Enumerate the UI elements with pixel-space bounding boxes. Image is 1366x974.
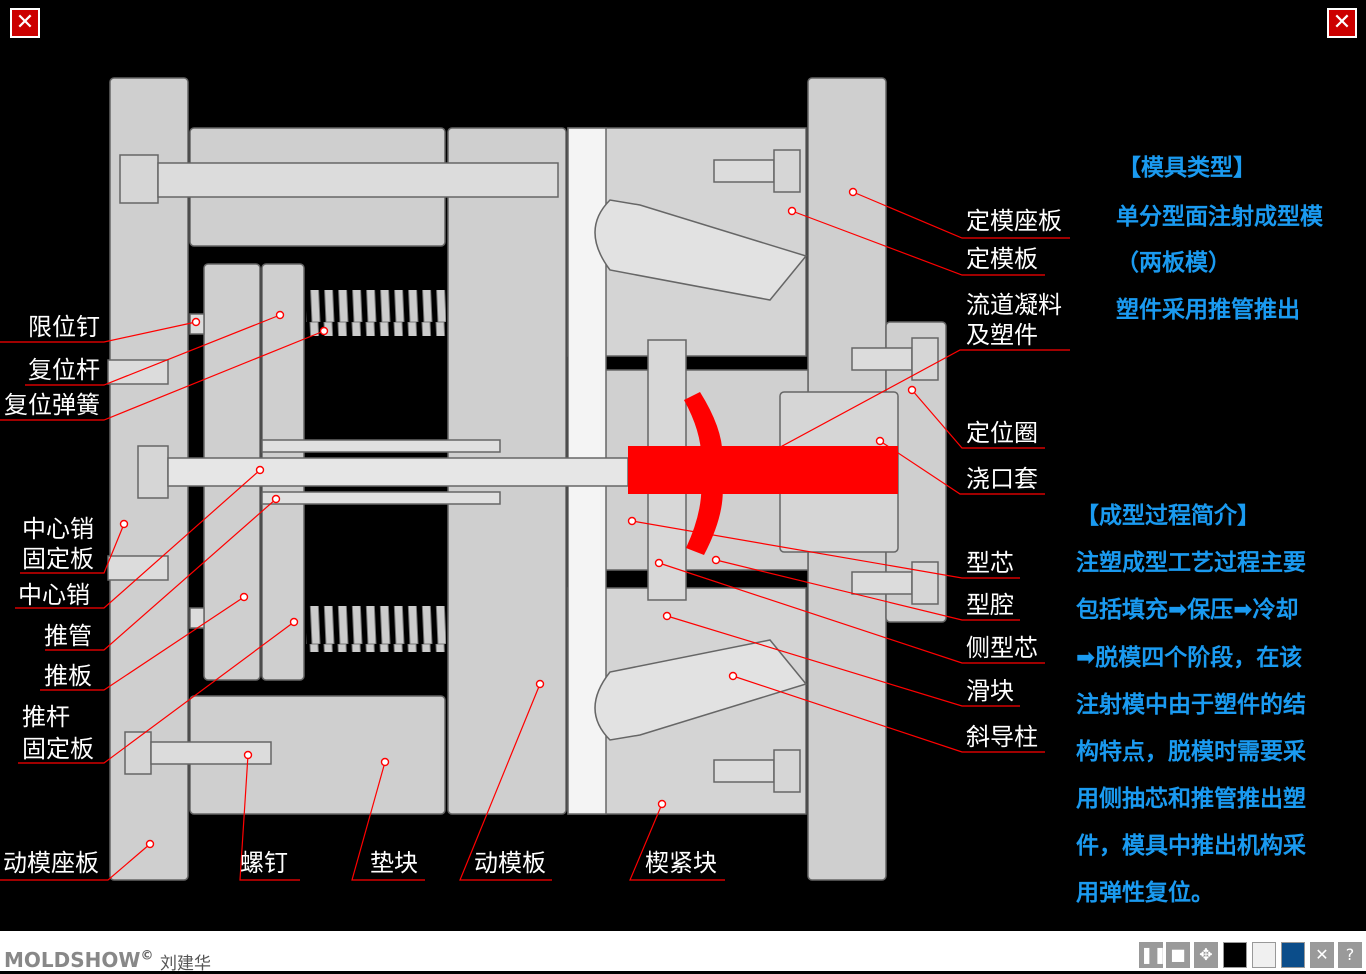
process-line-1: 注塑成型工艺过程主要 <box>1076 550 1306 576</box>
label-center-pin-plate-1: 中心销 <box>22 515 94 543</box>
blue-background-button[interactable] <box>1281 942 1305 968</box>
center-pin-head <box>137 445 169 499</box>
brand-logo: MOLDSHOW© <box>4 948 154 972</box>
label-screw: 螺钉 <box>240 849 288 877</box>
label-spacer-block: 垫块 <box>370 849 418 877</box>
slider-top <box>594 199 808 301</box>
close-icon-right[interactable]: ✕ <box>1327 8 1357 38</box>
label-sprue-bushing: 浇口套 <box>966 465 1038 493</box>
label-stop-pin: 限位钉 <box>28 313 100 341</box>
label-center-pin: 中心销 <box>18 581 90 609</box>
label-runner-part-1: 流道凝料 <box>966 291 1062 319</box>
stop-icon[interactable]: ■ <box>1166 942 1190 968</box>
label-locating-ring: 定位圈 <box>966 419 1038 447</box>
label-moving-plate: 动模板 <box>474 849 546 877</box>
process-line-4: 注射模中由于塑件的结 <box>1076 692 1306 718</box>
slider-bottom <box>594 639 808 741</box>
label-ejector-plate: 推板 <box>44 662 92 690</box>
return-spring-bottom <box>306 606 446 652</box>
ejector-sleeve <box>261 439 501 453</box>
mold-type-heading: 【模具类型】 <box>1118 155 1256 181</box>
center-pin-shaft <box>167 457 629 487</box>
mold-type-line-2: （两板模） <box>1116 250 1231 276</box>
label-moving-clamp-plate: 动模座板 <box>3 849 99 877</box>
label-side-core: 侧型芯 <box>966 634 1038 662</box>
label-fixed-plate: 定模板 <box>966 245 1038 273</box>
mold-type-line-3: 塑件采用推管推出 <box>1116 297 1300 323</box>
close-toolbar-icon[interactable]: ✕ <box>1310 942 1334 968</box>
help-icon[interactable]: ? <box>1338 942 1362 968</box>
process-line-3: ➡脱模四个阶段，在该 <box>1076 645 1303 671</box>
runner-and-part <box>628 392 898 555</box>
label-runner-part-2: 及塑件 <box>966 321 1038 349</box>
process-line-8: 用弹性复位。 <box>1076 880 1214 906</box>
pause-icon[interactable]: ❚❚ <box>1139 942 1167 968</box>
label-return-spring: 复位弹簧 <box>4 391 100 419</box>
label-wedge-block: 楔紧块 <box>645 849 717 877</box>
label-slider: 滑块 <box>966 677 1014 705</box>
process-line-7: 件，模具中推出机构采 <box>1076 833 1306 859</box>
process-heading: 【成型过程简介】 <box>1076 503 1260 529</box>
label-center-pin-plate-2: 固定板 <box>22 545 94 573</box>
black-background-button[interactable] <box>1223 942 1247 968</box>
footer-bar: MOLDSHOW© 刘建华 <box>0 931 1366 974</box>
label-angle-pin: 斜导柱 <box>966 723 1038 751</box>
process-line-6: 用侧抽芯和推管推出塑 <box>1076 786 1306 812</box>
label-fixed-clamp-plate: 定模座板 <box>966 207 1062 235</box>
close-icon[interactable]: ✕ <box>10 8 40 38</box>
mold-cross-section <box>0 77 1070 881</box>
process-line-2: 包括填充➡保压➡冷却 <box>1076 597 1299 623</box>
label-ejector-sleeve: 推管 <box>44 622 92 650</box>
label-ejector-retainer-2: 固定板 <box>22 735 94 763</box>
mold-type-line-1: 单分型面注射成型模 <box>1116 204 1323 230</box>
process-line-5: 构特点，脱模时需要采 <box>1076 739 1306 765</box>
return-spring-top <box>306 290 446 336</box>
move-icon[interactable]: ✥ <box>1194 942 1218 968</box>
author-name: 刘建华 <box>160 954 211 974</box>
label-core: 型芯 <box>966 549 1014 577</box>
label-ejector-retainer-1: 推杆 <box>22 703 70 731</box>
label-return-pin: 复位杆 <box>28 356 100 384</box>
diagram-stage: ✕ ✕ 定模座板 定模板 流道凝料 及塑件 定位圈 浇口套 型芯 型腔 侧型芯 … <box>0 8 1357 906</box>
white-background-button[interactable] <box>1252 942 1276 968</box>
label-cavity: 型腔 <box>966 591 1014 619</box>
